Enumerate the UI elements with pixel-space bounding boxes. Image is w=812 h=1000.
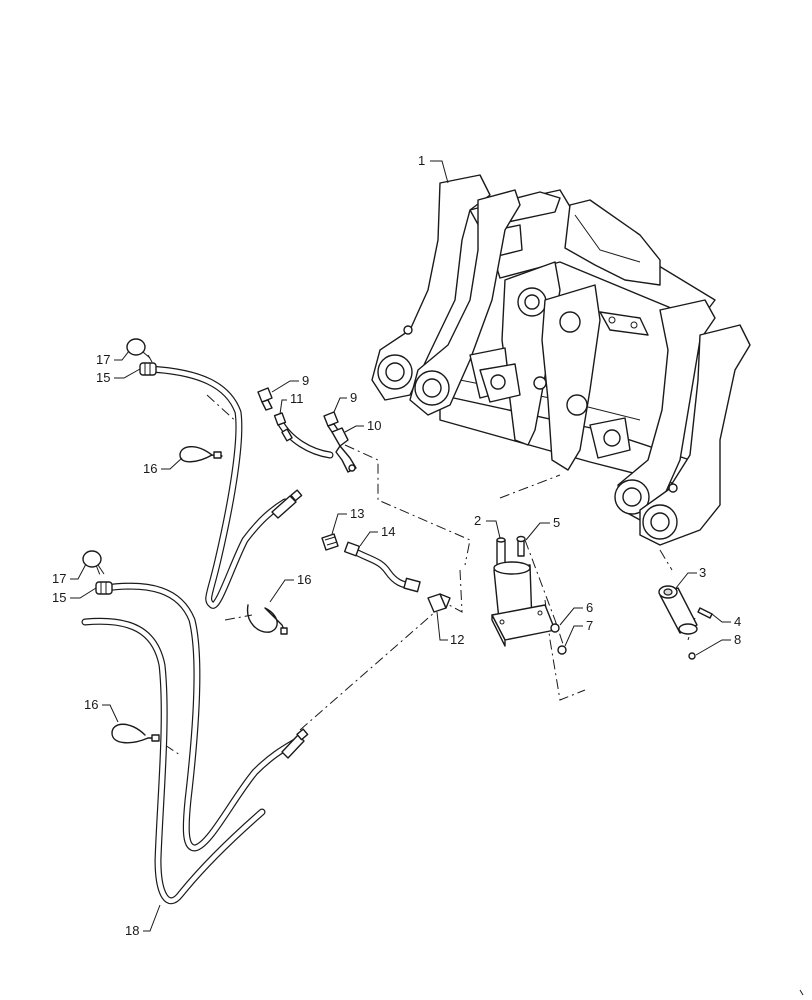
callout-12: 12 [436, 611, 464, 647]
cable-tie-16-b [246, 604, 288, 635]
callout-label: 9 [302, 373, 309, 388]
clip-8 [688, 652, 696, 660]
callout-1: 1 [418, 153, 449, 184]
washer-6 [550, 623, 560, 633]
callout-label: 14 [381, 524, 395, 539]
callout-label: 15 [96, 370, 110, 385]
hose-lower [101, 582, 299, 852]
callout-15-upper: 15 [96, 368, 141, 385]
callout-9-left: 9 [271, 373, 309, 393]
callout-label: 16 [297, 572, 311, 587]
callout-7: 7 [564, 618, 593, 647]
callout-label: 6 [586, 600, 593, 615]
callout-3: 3 [675, 565, 706, 589]
callout-6: 6 [559, 600, 593, 626]
dust-cap-17-lower [82, 550, 105, 575]
hose-11 [273, 412, 334, 459]
callout-label: 8 [734, 632, 741, 647]
lock-cylinder-2 [491, 537, 556, 647]
callout-label: 16 [143, 461, 157, 476]
callout-13: 13 [331, 506, 364, 535]
callout-label: 11 [290, 391, 304, 406]
callout-label: 10 [367, 418, 381, 433]
callouts: 1 2 3 4 5 6 7 8 [52, 153, 741, 938]
callout-4: 4 [711, 613, 741, 629]
dust-cap-17-upper [126, 338, 151, 359]
hose-end-fitting-lower [281, 728, 309, 759]
callout-16-b: 16 [269, 572, 311, 603]
hose-bulk-18 [81, 617, 266, 905]
callout-16-c: 16 [84, 697, 119, 723]
callout-label: 13 [350, 506, 364, 521]
callout-label: 18 [125, 923, 139, 938]
callout-label: 7 [586, 618, 593, 633]
callout-label: 15 [52, 590, 66, 605]
corner-mark [799, 989, 804, 996]
callout-label: 17 [96, 352, 110, 367]
center-lines [95, 354, 696, 756]
callout-9-right: 9 [333, 390, 357, 413]
callout-8: 8 [695, 632, 741, 656]
callout-17-lower: 17 [52, 563, 87, 586]
callout-label: 16 [84, 697, 98, 712]
callout-2: 2 [474, 513, 501, 539]
callout-15-lower: 15 [52, 587, 97, 605]
coupler-frame [371, 174, 751, 546]
callout-18: 18 [125, 904, 161, 938]
elbow-fitting-12 [427, 593, 451, 613]
callout-10: 10 [344, 418, 381, 433]
callout-16-a: 16 [143, 457, 183, 476]
callout-label: 3 [699, 565, 706, 580]
spring-pin-4 [697, 607, 713, 619]
callout-label: 2 [474, 513, 481, 528]
cable-tie-16-a [179, 446, 223, 463]
callout-label: 4 [734, 614, 741, 629]
callout-label: 5 [553, 515, 560, 530]
fitting-9-left [257, 387, 273, 411]
fitting-9-right [323, 411, 339, 433]
callout-14: 14 [359, 524, 395, 547]
hose-upper [146, 365, 289, 609]
coupler-fitting-15-lower [95, 581, 113, 595]
plug-13 [321, 533, 339, 551]
callout-label: 1 [418, 153, 425, 168]
coupler-fitting-15-upper [139, 362, 157, 376]
callout-11: 11 [279, 391, 304, 415]
callout-label: 12 [450, 632, 464, 647]
callout-5: 5 [525, 515, 560, 541]
nut-7 [557, 645, 567, 655]
callout-label: 17 [52, 571, 66, 586]
pin-3 [658, 585, 698, 635]
bolt-5 [516, 535, 526, 557]
hose-end-fitting-upper [271, 489, 303, 519]
cable-tie-16-c [111, 723, 160, 744]
tee-fitting-10 [331, 427, 357, 473]
callout-17-upper: 17 [96, 350, 130, 367]
callout-label: 9 [350, 390, 357, 405]
hose-14 [343, 541, 421, 593]
